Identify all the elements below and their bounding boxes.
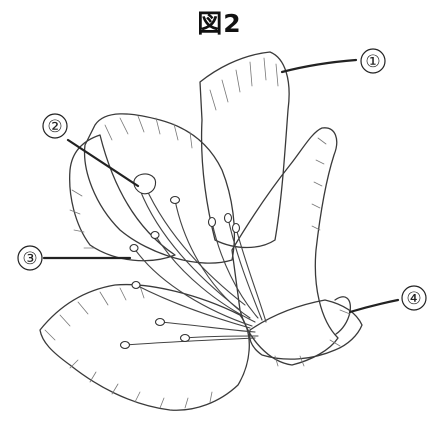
stigma (134, 174, 156, 194)
petal-bottom (40, 285, 249, 411)
petal-upper-left (85, 114, 235, 263)
label-4: ④ (402, 286, 426, 310)
svg-text:②: ② (47, 117, 62, 137)
label-3: ③ (18, 246, 42, 270)
petal-hatching (45, 58, 350, 408)
label-2: ② (43, 114, 67, 138)
svg-text:④: ④ (406, 289, 421, 309)
label-1: ① (361, 49, 385, 73)
sepal-right (335, 297, 350, 334)
svg-text:①: ① (365, 52, 380, 72)
stamens (121, 197, 267, 349)
leader-line-4 (350, 300, 398, 312)
leader-line-1 (282, 60, 356, 72)
svg-text:③: ③ (22, 249, 37, 269)
receptacle (250, 300, 363, 359)
pistil-style-b (140, 190, 240, 310)
